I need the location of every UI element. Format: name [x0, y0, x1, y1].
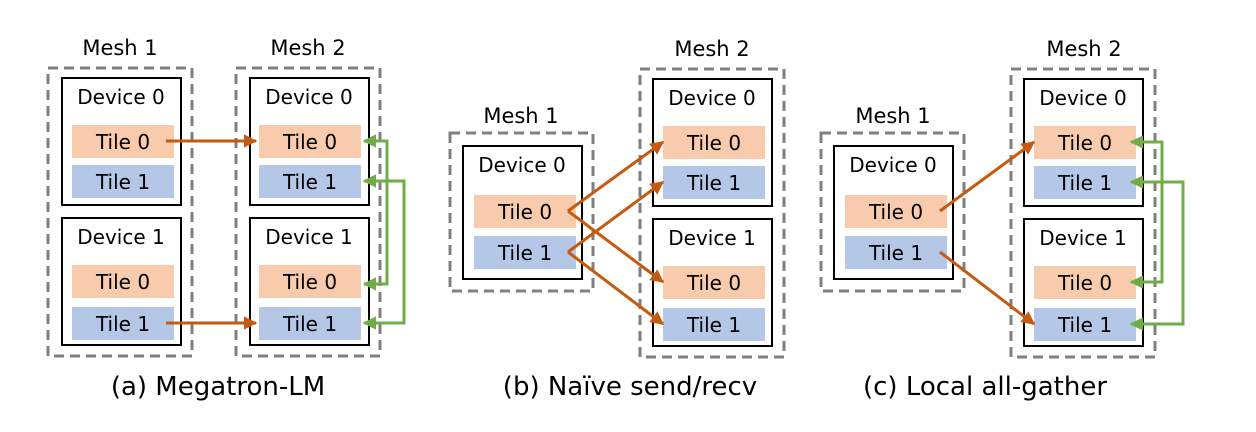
panel-b-mesh2-device0-tile1 [663, 166, 765, 199]
panel-b-mesh1-device0-tile1 [474, 236, 576, 269]
panel-c: Mesh 1 Mesh 2 Device 0 Tile 0 Tile 1 Dev… [819, 37, 1185, 402]
panel-c-mesh2-device1-tile1 [1034, 308, 1136, 341]
panel-b-mesh2-device0-label: Device 0 [668, 86, 755, 110]
panel-c-mesh1-box [819, 131, 966, 293]
panel-c-mesh2-device1-tile0-label: Tile 0 [1057, 271, 1112, 295]
panel-a-mesh2-device0-tile1 [259, 165, 361, 198]
panel-b-send-arrow-tile1-to-device0 [567, 180, 665, 254]
panel-b-mesh2-device1-label: Device 1 [668, 226, 755, 250]
panel-b-mesh2-device1-tile0 [663, 266, 765, 299]
panel-c-caption: (c) Local all-gather [863, 372, 1107, 402]
panel-b-mesh1-device0-tile1-label: Tile 1 [497, 241, 552, 265]
panel-c-mesh2-device1-tile1-label: Tile 1 [1057, 313, 1112, 337]
panel-a-mesh1-device1-tile0-label: Tile 0 [95, 270, 150, 294]
panel-a-mesh1-device0-label: Device 0 [77, 85, 164, 109]
panel-b-send-arrow-tile0-to-device1 [567, 209, 665, 284]
panel-b-send-arrow-tile0-to-device0 [567, 140, 665, 213]
panel-c-mesh1-device0-tile1-label: Tile 1 [868, 241, 923, 265]
panel-a-caption: (a) Megatron-LM [111, 372, 325, 402]
panel-c-mesh2-device1-label: Device 1 [1039, 226, 1126, 250]
panel-b-mesh2-box [638, 67, 786, 359]
panel-c-send-arrow-tile0 [939, 140, 1036, 213]
panel-a-mesh2-device1-tile1-label: Tile 1 [282, 312, 337, 336]
panel-a-mesh1-box [46, 66, 194, 358]
panel-a-mesh2-device0-tile0-label: Tile 0 [282, 130, 337, 154]
panel-c-mesh2-box [1009, 67, 1157, 359]
panel-a-mesh2-device1-tile1 [259, 307, 361, 340]
panel-a-mesh1-device1-tile0 [72, 265, 174, 298]
panel-c-gather-arrow-tile1 [1129, 175, 1185, 331]
panel-b-mesh1-device0-tile0-label: Tile 0 [497, 200, 552, 224]
panel-b: Mesh 1 Mesh 2 Device 0 Tile 0 Tile 1 Dev… [448, 37, 786, 402]
panel-a-mesh1-device0-tile1-label: Tile 1 [95, 170, 150, 194]
panel-c-mesh1-device0-tile0-label: Tile 0 [868, 200, 923, 224]
panel-a-mesh2-label: Mesh 2 [270, 36, 345, 60]
panel-b-mesh2-device1-tile1-label: Tile 1 [686, 313, 741, 337]
panel-a-mesh2-device1-tile0-label: Tile 0 [282, 270, 337, 294]
panel-b-send-arrow-tile1-to-device1 [567, 250, 665, 326]
panel-c-mesh2-label: Mesh 2 [1046, 37, 1121, 61]
panel-a-mesh1-label: Mesh 1 [82, 36, 157, 60]
panel-a-mesh1-device1-tile1 [72, 307, 174, 340]
panel-c-mesh2-device1-tile0 [1034, 266, 1136, 299]
panel-c-mesh1-label: Mesh 1 [855, 104, 930, 128]
panel-b-mesh2-device0-tile0-label: Tile 0 [686, 131, 741, 155]
panel-b-mesh2-device0-tile0 [663, 126, 765, 159]
panel-c-mesh1-device0-tile0 [845, 195, 947, 228]
panel-a-mesh2-device0-tile0 [259, 125, 361, 158]
panel-b-mesh1-device0-label: Device 0 [478, 153, 565, 177]
panel-c-mesh2-device0-tile0-label: Tile 0 [1057, 131, 1112, 155]
panel-a-mesh1-device0-tile0 [72, 125, 174, 158]
panel-c-mesh2-device0-tile1 [1034, 166, 1136, 199]
panel-a-mesh2-device1-tile0 [259, 265, 361, 298]
panel-a: Mesh 1 Mesh 2 Device 0 Tile 0 Tile 1 Dev… [46, 36, 406, 402]
panel-b-mesh1-device0-tile0 [474, 195, 576, 228]
panel-a-mesh2-box [234, 66, 382, 358]
panel-a-gather-arrow-tile1 [362, 174, 406, 330]
panel-a-mesh1-device0-tile0-label: Tile 0 [95, 130, 150, 154]
panel-c-mesh1-device0-tile1 [845, 236, 947, 269]
panel-a-mesh2-device0-tile1-label: Tile 1 [282, 170, 337, 194]
panel-a-mesh2-device1-label: Device 1 [265, 225, 352, 249]
panel-b-caption: (b) Naïve send/recv [503, 372, 757, 402]
panel-c-mesh1-device0-label: Device 0 [849, 153, 936, 177]
panel-c-mesh2-device0-tile0 [1034, 126, 1136, 159]
panel-a-mesh1-device1-label: Device 1 [77, 225, 164, 249]
panel-a-mesh1-device1-tile1-label: Tile 1 [95, 312, 150, 336]
panel-a-mesh1-device0-tile1 [72, 165, 174, 198]
panel-a-mesh2-device0-label: Device 0 [265, 85, 352, 109]
panel-c-gather-arrow-tile0 [1129, 135, 1164, 289]
panel-b-mesh2-device1-tile1 [663, 308, 765, 341]
panel-b-mesh2-device0-tile1-label: Tile 1 [686, 171, 741, 195]
panel-c-mesh2-device0-tile1-label: Tile 1 [1057, 171, 1112, 195]
panel-c-mesh2-device0-label: Device 0 [1039, 86, 1126, 110]
panel-b-mesh1-label: Mesh 1 [483, 104, 558, 128]
panel-b-mesh2-device1-tile0-label: Tile 0 [686, 271, 741, 295]
panel-c-send-arrow-tile1 [939, 250, 1036, 326]
panel-b-mesh1-box [448, 131, 595, 293]
panel-b-mesh2-label: Mesh 2 [674, 37, 749, 61]
